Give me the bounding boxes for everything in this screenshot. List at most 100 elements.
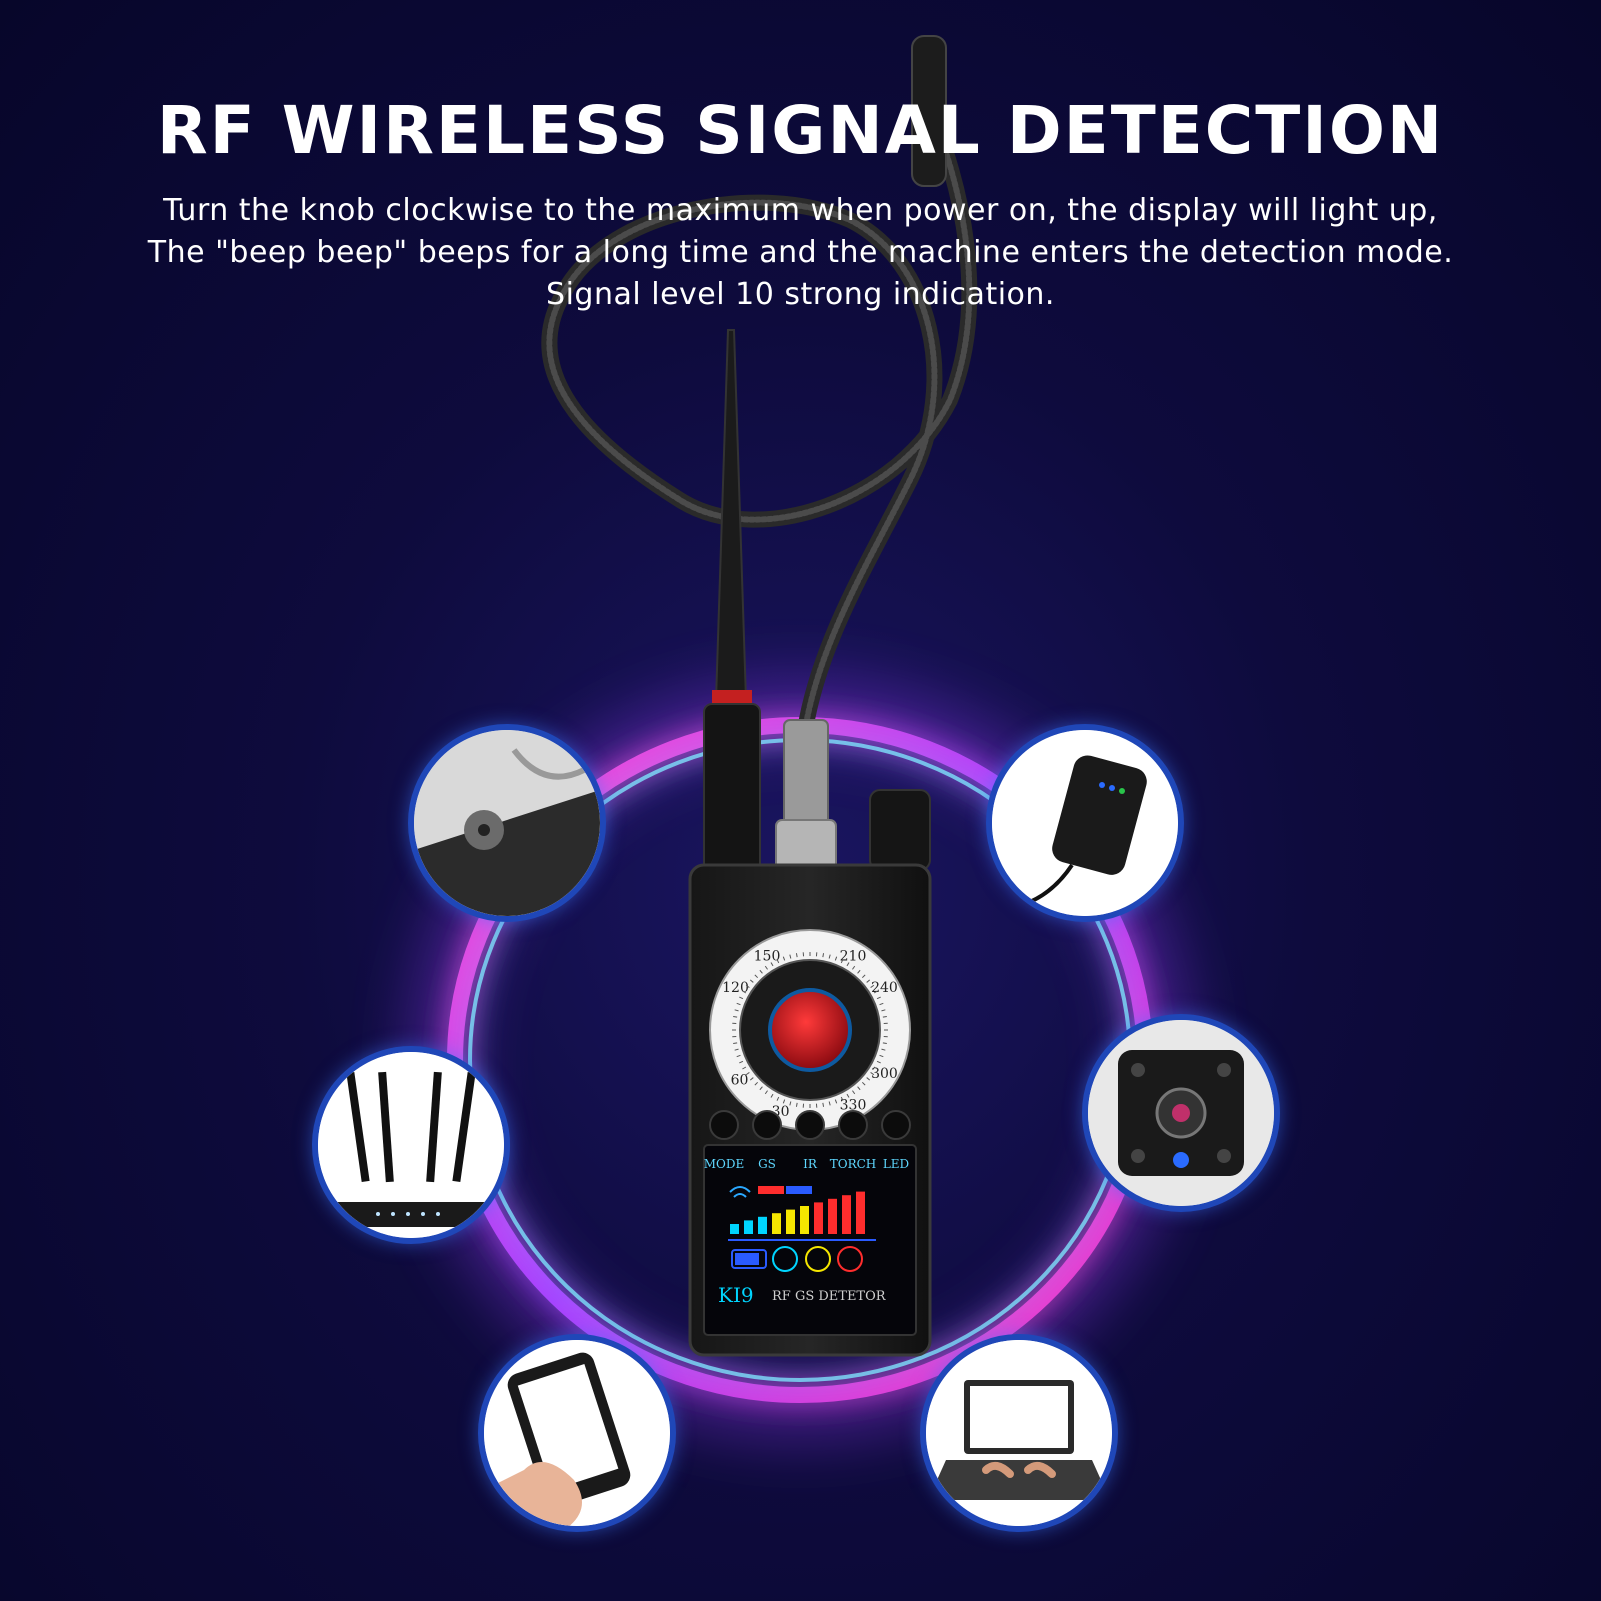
battery-icon (731, 1249, 767, 1269)
red-lens (768, 988, 852, 1072)
dial-number-240: 240 (871, 980, 898, 996)
dial-tick (873, 990, 878, 994)
dial-tick (873, 1066, 878, 1070)
dial-tick (754, 1081, 759, 1086)
signal-bar-7 (814, 1202, 823, 1234)
dial-tick (764, 965, 768, 970)
dial-tick (870, 984, 875, 988)
headline: RF WIRELESS SIGNAL DETECTION (156, 92, 1445, 169)
dial-tick (782, 956, 786, 961)
dial-tick (782, 1099, 786, 1104)
dial-tick (857, 969, 861, 974)
dial-tick (734, 1048, 739, 1051)
thumb-laptop (920, 1334, 1118, 1532)
button-label-torch: TORCH (830, 1157, 877, 1171)
dial-tick (879, 1054, 884, 1058)
dial-tick (822, 953, 825, 958)
mini-camera-icon (1088, 1020, 1274, 1206)
button-label-led: LED (883, 1157, 909, 1171)
dial-tick (866, 979, 871, 983)
signal-bar-10 (856, 1191, 865, 1234)
dial-tick (828, 954, 831, 959)
button-label-ir: IR (803, 1157, 818, 1171)
dial-tick (870, 1072, 875, 1076)
dial-tick (795, 953, 798, 958)
dial-tick (736, 1002, 741, 1006)
gooseneck-tip (911, 35, 947, 187)
description-line-3: Signal level 10 strong indication. (546, 277, 1055, 312)
dial-tick (739, 1060, 744, 1064)
speaker-icon (772, 1246, 798, 1272)
button-label-gs: GS (758, 1157, 776, 1171)
dial-tick (749, 1077, 754, 1081)
dial-tick (736, 1054, 741, 1058)
thumb-smartphone (478, 1334, 676, 1532)
dial-tick (822, 1102, 825, 1107)
thumb-gps-tracker (986, 724, 1184, 922)
dial-tick (828, 1101, 831, 1106)
signal-bars (728, 1191, 876, 1241)
dial-tick (846, 1093, 850, 1098)
gps-tracker-icon (992, 730, 1178, 916)
thumb-button-camera (408, 724, 606, 922)
dial-number-210: 210 (840, 949, 867, 965)
dial-number-300: 300 (871, 1066, 898, 1082)
dial-number-120: 120 (722, 980, 749, 996)
dial-tick (876, 996, 881, 1000)
dial-ticks (732, 952, 888, 1108)
dial-tick (861, 1081, 866, 1086)
signal-bar-2 (744, 1220, 753, 1234)
smartphone-icon (484, 1340, 670, 1526)
description-line-2: The "beep beep" beeps for a long time an… (147, 235, 1454, 270)
button-ir[interactable] (795, 1110, 825, 1140)
wifi-router-icon (318, 1052, 504, 1238)
wifi-icon (729, 1186, 751, 1198)
dial-tick (742, 1066, 747, 1070)
dial-tick (834, 1099, 838, 1104)
vibrate-icon (805, 1246, 831, 1272)
dial-tick (879, 1002, 884, 1006)
button-label-mode: MODE (704, 1157, 745, 1171)
signal-bar-4 (772, 1213, 781, 1234)
dial-tick (840, 1096, 844, 1101)
thumb-mini-camera (1082, 1014, 1280, 1212)
brand-label: RF GS DETETOR (772, 1289, 887, 1304)
dial-tick (852, 1090, 856, 1095)
button-gs[interactable] (752, 1110, 782, 1140)
button-torch[interactable] (838, 1110, 868, 1140)
button-mode[interactable] (709, 1110, 739, 1140)
dial-tick (882, 1042, 887, 1045)
button-camera-icon (414, 730, 600, 916)
laptop-icon (926, 1340, 1112, 1526)
dial-number-60: 60 (731, 1072, 749, 1088)
dial-tick (852, 965, 856, 970)
dial-tick (866, 1077, 871, 1081)
dial-tick (876, 1060, 881, 1064)
dial-tick (745, 1072, 750, 1076)
description: Turn the knob clockwise to the maximum w… (60, 190, 1541, 316)
signal-bar-9 (842, 1195, 851, 1234)
dial-tick (789, 1101, 792, 1106)
dial-tick (754, 974, 759, 979)
dial-tick (764, 1090, 768, 1095)
button-led[interactable] (881, 1110, 911, 1140)
button-labels: MODE GS IR TORCH LED (704, 1157, 909, 1171)
dial-tick (881, 1009, 886, 1012)
description-line-1: Turn the knob clockwise to the maximum w… (163, 193, 1438, 228)
dial-tick (749, 979, 754, 983)
dial-tick (846, 962, 850, 967)
dial-tick (745, 984, 750, 988)
dial-tick (759, 1086, 763, 1091)
dial-tick (834, 956, 838, 961)
dial-tick (770, 1093, 774, 1098)
round-buttons (709, 1110, 911, 1140)
dial-tick (776, 959, 780, 964)
dial-number-330: 330 (840, 1097, 867, 1113)
dial-tick (742, 990, 747, 994)
signal-bar-3 (758, 1216, 767, 1234)
dial-tick (739, 996, 744, 1000)
dial-tick (734, 1009, 739, 1012)
dial-tick (857, 1086, 861, 1091)
dial-tick (789, 954, 792, 959)
